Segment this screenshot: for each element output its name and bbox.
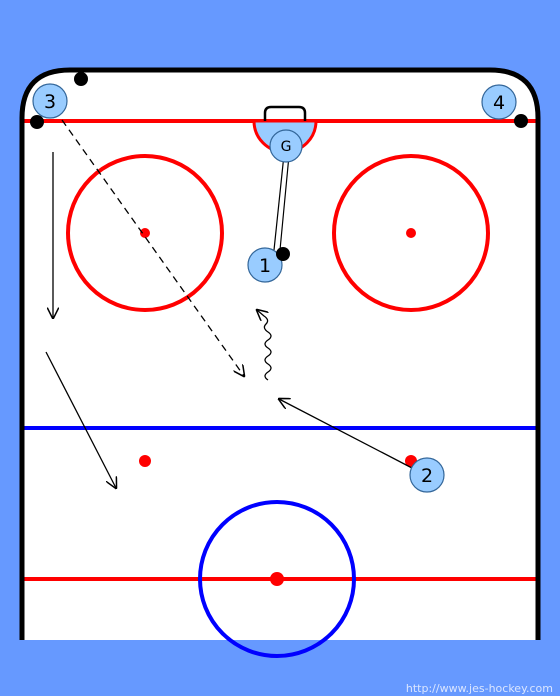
center-ice-circle bbox=[198, 500, 356, 658]
pass-line-3 bbox=[61, 119, 244, 376]
rink-boards bbox=[19, 67, 541, 640]
pass-line-1b bbox=[279, 145, 290, 251]
faceoff-dot-left bbox=[140, 228, 150, 238]
puck-player-1 bbox=[276, 247, 290, 261]
puck-corner-right bbox=[514, 114, 528, 128]
puck-corner-left bbox=[30, 115, 44, 129]
center-ice-dot bbox=[270, 572, 284, 586]
stickhandle-path-1 bbox=[257, 310, 272, 381]
faceoff-dot-right bbox=[406, 228, 416, 238]
player-1-marker bbox=[247, 247, 283, 283]
site-credit: http://www.jes-hockey.com bbox=[406, 682, 553, 695]
skate-path-3-diagonal bbox=[45, 351, 116, 488]
player-3-marker bbox=[32, 83, 68, 119]
player-2-label: 2 bbox=[421, 465, 433, 487]
faceoff-circle-left bbox=[66, 154, 224, 312]
skate-path-2 bbox=[279, 399, 413, 469]
goalie-marker bbox=[269, 129, 303, 163]
goal-net bbox=[263, 105, 307, 121]
player-1-label: 1 bbox=[259, 255, 271, 277]
player-4-label: 4 bbox=[493, 92, 505, 114]
player-4-marker bbox=[481, 84, 517, 120]
pass-line-1a bbox=[273, 144, 286, 251]
goalie-label: G bbox=[281, 139, 292, 155]
faceoff-circle-right bbox=[332, 154, 490, 312]
neutral-dot-left bbox=[139, 455, 151, 467]
player-3-label: 3 bbox=[44, 91, 56, 113]
ice-surface bbox=[22, 70, 538, 640]
player-2-marker bbox=[409, 457, 445, 493]
puck-corner-left-top bbox=[74, 72, 88, 86]
